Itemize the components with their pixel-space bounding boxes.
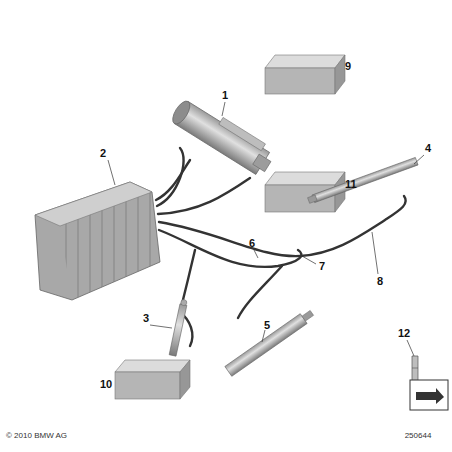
- callout-number: 3: [143, 313, 149, 324]
- callout-number: 10: [100, 379, 112, 390]
- parts-box: [265, 55, 345, 94]
- callout-number: 12: [398, 328, 410, 339]
- callout-number: 6: [249, 238, 255, 249]
- callout-number: 5: [264, 320, 270, 331]
- callout-number: 11: [345, 179, 357, 190]
- callout-number: 1: [222, 90, 228, 101]
- copyright-note: © 2010 BMW AG: [6, 432, 67, 440]
- callout-number: 7: [319, 261, 325, 272]
- lift-cylinder: [307, 157, 418, 204]
- hydraulic-cylinder: [225, 308, 315, 376]
- leader-line: [108, 102, 424, 356]
- symbol-box: [410, 380, 448, 410]
- reservoir-tank: [35, 182, 160, 300]
- callout-number: 9: [345, 61, 351, 72]
- callout-number: 2: [100, 148, 106, 159]
- callout-number: 4: [425, 143, 431, 154]
- small-cylinder: [169, 299, 188, 356]
- copyright-note: 250644: [405, 432, 432, 440]
- parts-box: [115, 360, 190, 399]
- callout-number: 8: [377, 276, 383, 287]
